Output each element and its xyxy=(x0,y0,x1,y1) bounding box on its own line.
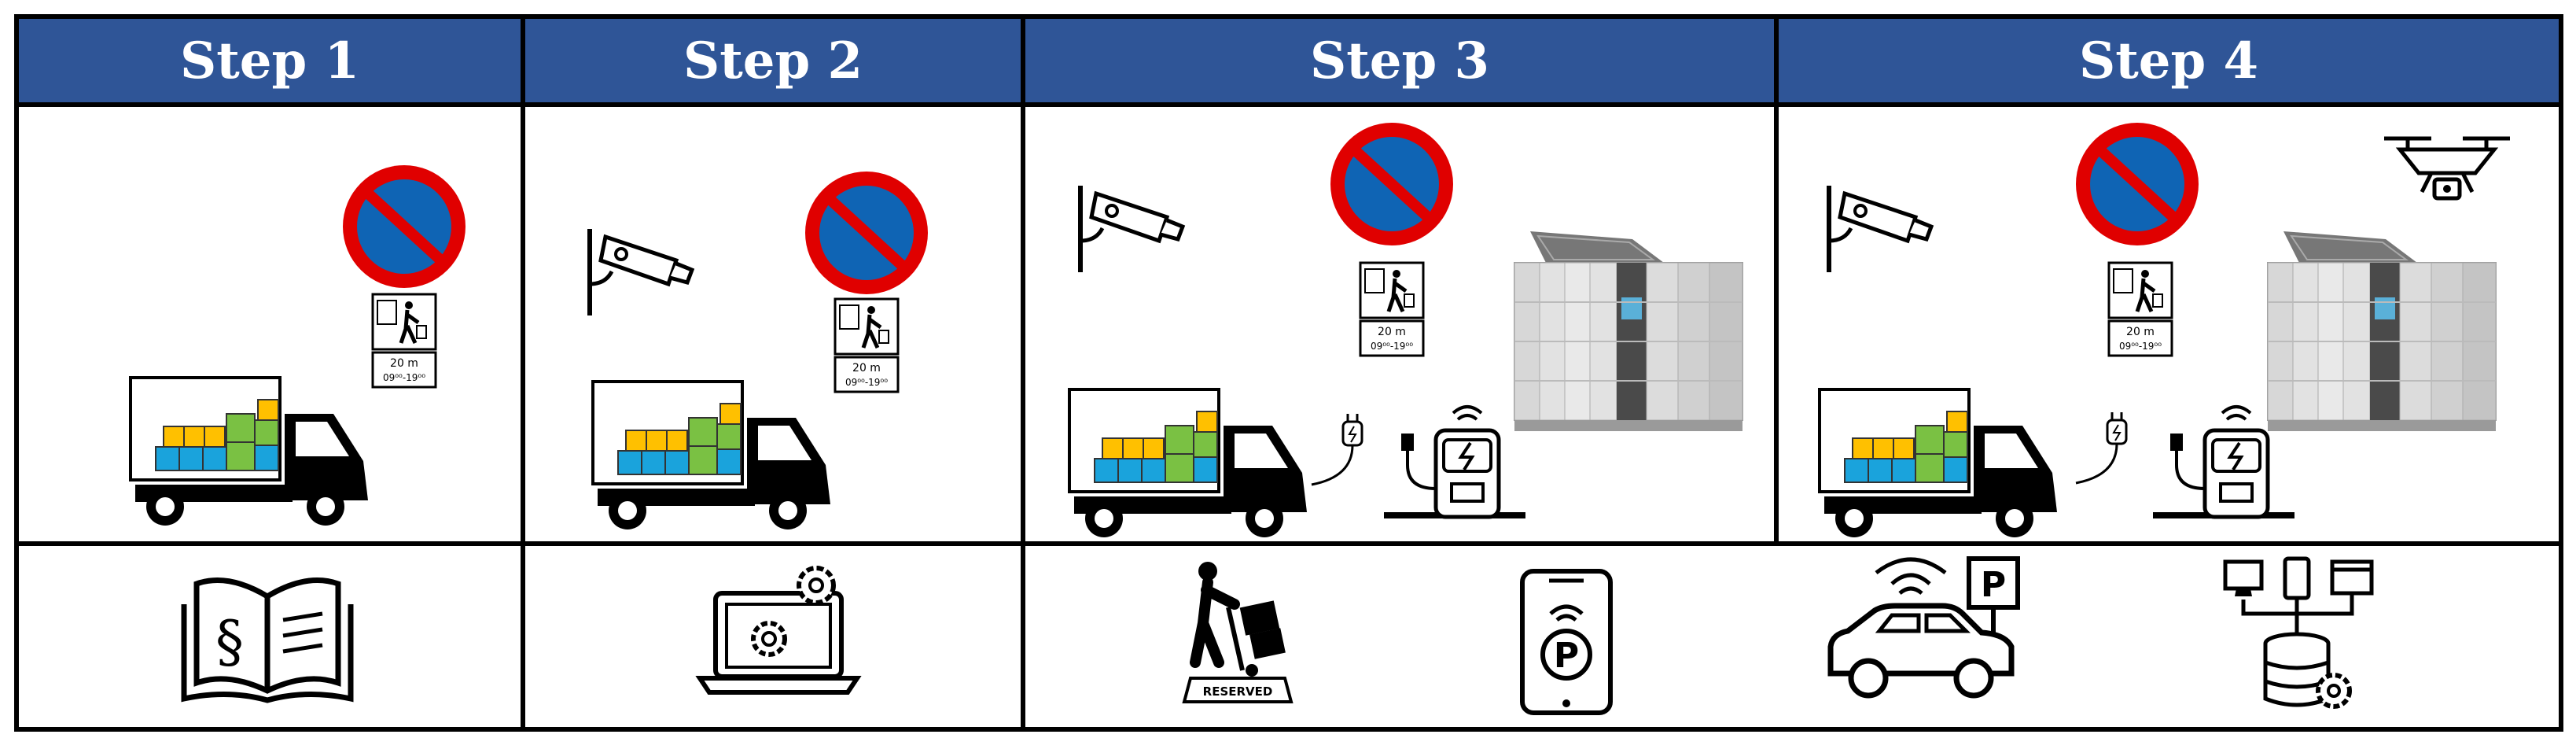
col-divider-3 xyxy=(1774,14,1779,546)
drone-icon xyxy=(2384,136,2510,201)
diagram-frame xyxy=(14,14,2563,732)
step-1-header: Step 1 xyxy=(19,19,521,102)
step-2-illustration: 20 m 09⁰⁰-19⁰⁰ xyxy=(525,107,1021,531)
sign-hours-text: 09⁰⁰-19⁰⁰ xyxy=(845,377,888,388)
cctv-camera-icon xyxy=(590,229,692,315)
col-divider-1 xyxy=(521,14,525,732)
connected-car-parking-icon: P xyxy=(1827,556,2020,699)
svg-text:P: P xyxy=(1981,565,2006,605)
step-4-title: Step 4 xyxy=(2078,31,2259,90)
ev-charger-icon xyxy=(1384,407,1525,518)
parcel-locker-icon xyxy=(1514,231,1743,432)
svg-text:P: P xyxy=(1554,636,1579,676)
cctv-camera-icon xyxy=(1829,186,1931,272)
sign-distance-text: 20 m xyxy=(852,362,881,374)
reserved-label: RESERVED xyxy=(1203,684,1273,699)
sign-hours-text: 09⁰⁰-19⁰⁰ xyxy=(1371,341,1413,352)
no-parking-sign-icon xyxy=(1330,123,1453,245)
reserved-delivery-worker-icon: RESERVED xyxy=(1182,562,1294,703)
cctv-camera-icon xyxy=(1080,186,1183,272)
step-1-title: Step 1 xyxy=(179,31,360,90)
sign-hours-text: 09⁰⁰-19⁰⁰ xyxy=(2119,341,2162,352)
delivery-truck-icon xyxy=(591,380,832,531)
book-law-icon: § xyxy=(181,577,354,703)
step-1-illustration: 20 m 09⁰⁰-19⁰⁰ xyxy=(129,107,521,527)
step-2-header: Step 2 xyxy=(525,19,1021,102)
delivery-truck-icon xyxy=(129,376,370,527)
svg-text:§: § xyxy=(215,608,244,674)
sign-hours-text: 09⁰⁰-19⁰⁰ xyxy=(383,372,425,383)
parking-app-phone-icon: P xyxy=(1520,569,1613,715)
delivery-truck-icon xyxy=(1818,388,2059,539)
col-divider-2 xyxy=(1021,14,1025,732)
step-3-title: Step 3 xyxy=(1309,31,1490,90)
step-4-illustration: 20 m 09⁰⁰-19⁰⁰ xyxy=(1818,107,2510,539)
sign-distance-text: 20 m xyxy=(2126,326,2155,338)
step-3-illustration: 20 m 09⁰⁰-19⁰⁰ xyxy=(1068,107,1743,539)
header-divider xyxy=(14,102,2563,107)
laptop-settings-icon xyxy=(695,566,862,695)
step-2-title: Step 2 xyxy=(683,31,863,90)
delivery-truck-icon xyxy=(1068,388,1308,539)
no-parking-sign-icon xyxy=(343,165,466,288)
data-network-database-icon xyxy=(2223,556,2374,709)
ev-plug-icon xyxy=(2074,411,2128,485)
no-parking-sign-icon xyxy=(2076,123,2199,245)
ev-plug-icon xyxy=(1310,412,1363,486)
no-parking-sign-icon xyxy=(805,172,928,294)
sign-distance-text: 20 m xyxy=(390,357,418,370)
sign-distance-text: 20 m xyxy=(1378,326,1406,338)
parcel-locker-icon xyxy=(2267,231,2497,432)
step-4-header: Step 4 xyxy=(1779,19,2559,102)
row-divider xyxy=(14,541,2563,546)
step-3-header: Step 3 xyxy=(1025,19,1774,102)
